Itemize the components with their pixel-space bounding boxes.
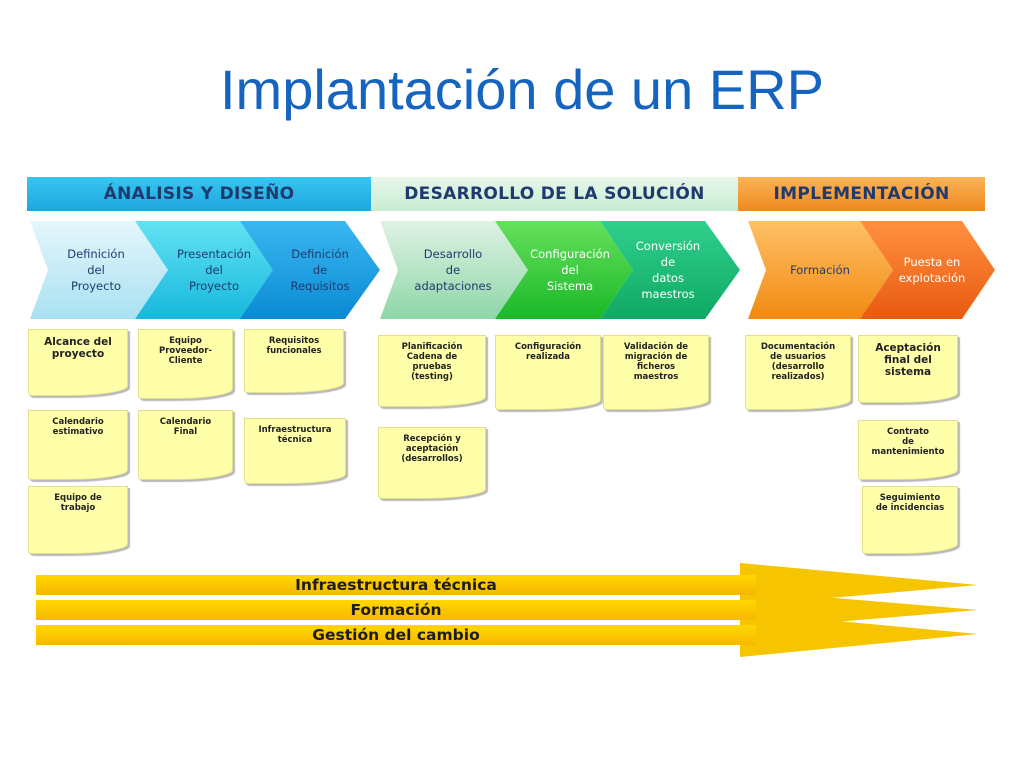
stage-label: Definición del Proyecto [67,247,125,293]
page-title: Implantación de un ERP [220,58,824,121]
deliverable-note: Seguimiento de incidencias [862,486,958,554]
deliverable-note: Configuración realizada [495,335,601,410]
stage-label: Desarrollo de adaptaciones [414,247,492,293]
deliverable-note: Contrato de mantenimiento [858,420,958,480]
deliverable-note: Alcance del proyecto [28,329,128,396]
deliverable-note: Calendario Final [138,410,233,480]
deliverable-note: Recepción y aceptación (desarrollos) [378,427,486,499]
stage-chevron-desarrollo-adaptaciones [380,221,528,319]
stage-label: Formación [790,263,850,277]
timeline-band-infraestructura: Infraestructura técnica [36,575,756,595]
phase-analisis-diseno: ÁNALISIS Y DISEÑO [27,177,371,211]
stage-chevron-definicion-requisitos [240,221,380,319]
deliverable-note: Calendario estimativo [28,410,128,480]
stage-chevron-definicion-proyecto [30,221,168,319]
stage-label: Puesta en explotación [898,255,966,285]
stage-label: Definición de Requisitos [290,247,350,293]
timeline-band-gestion-cambio: Gestión del cambio [36,625,756,645]
deliverable-note: Aceptación final del sistema [858,335,958,403]
deliverable-note: Infraestructura técnica [244,418,346,484]
phase-desarrollo-solucion: DESARROLLO DE LA SOLUCIÓN [371,177,738,211]
stage-chevron-formacion [748,221,893,319]
phase-implementacion: IMPLEMENTACIÓN [738,177,985,211]
deliverable-note: Validación de migración de ficheros maes… [603,335,709,410]
stage-chevron-conversion-datos [600,221,740,319]
deliverable-note: Equipo de trabajo [28,486,128,554]
stage-chevron-presentacion-proyecto [135,221,293,319]
stage-label: Conversión de datos maestros [635,239,701,301]
timeline-band-formacion: Formación [36,600,756,620]
deliverable-note: Documentación de usuarios (desarrollo re… [745,335,851,410]
process-chevrons [30,221,995,319]
stage-label: Configuración del Sistema [530,247,610,293]
deliverable-note: Requisitos funcionales [244,329,344,393]
stage-chevron-puesta-explotacion [860,221,995,319]
stage-chevron-configuracion-sistema [495,221,633,319]
arrow-head [740,612,978,657]
deliverable-note: Equipo Proveedor- Cliente [138,329,233,399]
deliverable-note: Planificación Cadena de pruebas (testing… [378,335,486,407]
stage-label: Presentación del Proyecto [176,247,252,293]
